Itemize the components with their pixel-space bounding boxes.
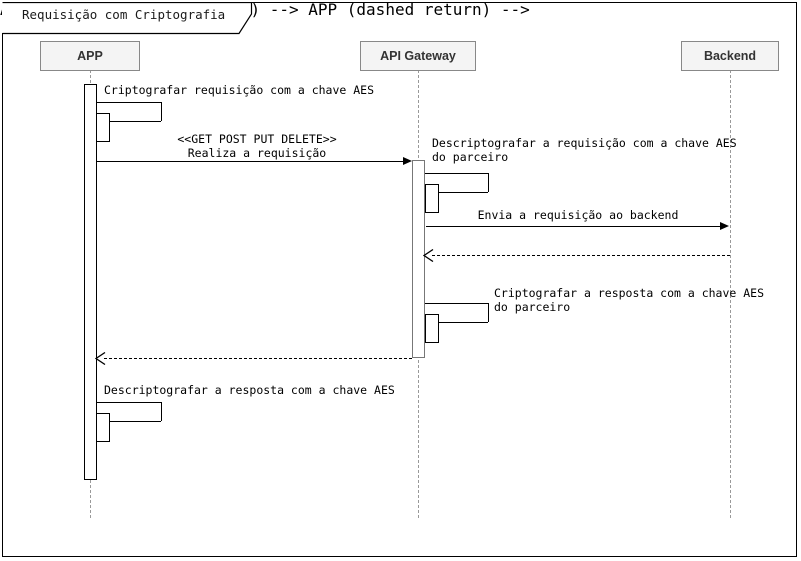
lifeline-backend	[730, 70, 731, 518]
message-2-arrowhead	[403, 156, 412, 165]
diagram-title-tab-fill	[2, 2, 252, 33]
message-7-line	[104, 358, 412, 359]
message-3-segment-out	[425, 173, 489, 174]
message-3-segment-down	[488, 173, 489, 192]
message-1-segment-back	[110, 121, 161, 122]
message-3-segment-back	[439, 192, 488, 193]
message-6-segment-back	[439, 322, 488, 323]
message-4-line	[426, 226, 721, 227]
activation-api-gateway-nested-1[interactable]	[425, 184, 439, 213]
message-8-segment-out	[96, 402, 162, 403]
message-5-arrowhead	[423, 249, 434, 262]
message-5-line	[432, 255, 730, 256]
message-label-4: Envia a requisição ao backend	[477, 208, 679, 222]
message-label-6-line2: do parceiro	[494, 300, 571, 314]
message-2-line	[97, 161, 405, 162]
message-1-segment-down	[161, 102, 162, 121]
message-8-segment-down	[161, 402, 162, 421]
diagram-title: Requisição com Criptografia	[22, 7, 226, 22]
message-label-1: Criptografar requisição com a chave AES	[104, 83, 375, 97]
message-8-segment-back	[110, 421, 161, 422]
message-label-3-line2: do parceiro	[432, 150, 509, 164]
message-6-segment-down	[488, 303, 489, 322]
activation-app-nested-2[interactable]	[96, 413, 110, 442]
message-label-6-line1: Criptografar a resposta com a chave AES	[494, 286, 765, 300]
message-7-arrowhead	[95, 352, 106, 365]
message-4-arrowhead	[720, 221, 729, 230]
message-1-segment-out	[96, 102, 162, 103]
participant-app[interactable]: APP	[40, 41, 140, 71]
message-label-2-line2: Realiza a requisição	[187, 146, 327, 160]
activation-api-gateway-nested-2[interactable]	[425, 314, 439, 343]
participant-api-gateway[interactable]: API Gateway	[360, 41, 476, 71]
diagram-title-tab-border	[2, 2, 253, 35]
participant-backend[interactable]: Backend	[681, 41, 779, 71]
message-label-3-line1: Descriptografar a requisição com a chave…	[432, 136, 737, 150]
message-6-segment-out	[425, 303, 489, 304]
message-label-2-line1: <<GET POST PUT DELETE>>	[177, 132, 337, 146]
message-label-8: Descriptografar a resposta com a chave A…	[104, 383, 395, 397]
activation-api-gateway-main[interactable]	[412, 160, 425, 358]
activation-app-main[interactable]	[84, 84, 97, 480]
activation-app-nested-1[interactable]	[96, 113, 110, 142]
